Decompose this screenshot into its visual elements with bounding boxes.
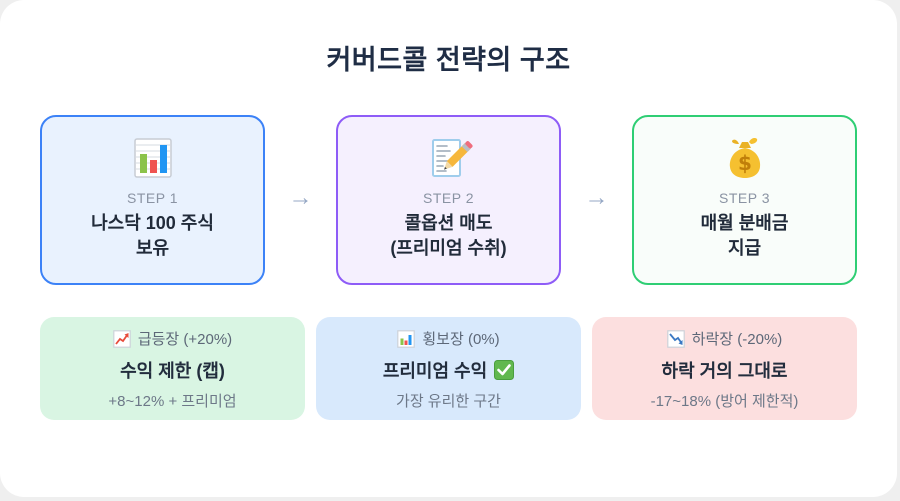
line-chart-down-icon — [666, 329, 685, 348]
steps-row: STEP 1 나스닥 100 주식 보유 → — [40, 115, 857, 285]
scenario-result: 하락 거의 그대로 — [661, 361, 788, 381]
step-3-title: 매월 분배금 지급 — [700, 213, 789, 259]
scenario-condition: 횡보장 (0%) — [397, 328, 500, 349]
step-3-label: STEP 3 — [719, 190, 770, 206]
scenario-detail: -17~18% (방어 제한적) — [650, 393, 799, 410]
scenario-card-decline: 하락장 (-20%) 하락 거의 그대로 -17~18% (방어 제한적) — [592, 317, 857, 420]
scenario-condition: 하락장 (-20%) — [666, 328, 782, 349]
svg-text:$: $ — [738, 151, 752, 175]
step-2-box: STEP 2 콜옵션 매도 (프리미엄 수취) — [336, 115, 561, 285]
step-3-box: $ STEP 3 매월 분배금 지급 — [632, 115, 857, 285]
line-chart-up-icon — [113, 329, 131, 348]
bar-chart-small-icon — [397, 329, 416, 348]
step-1-label: STEP 1 — [127, 190, 178, 206]
arrow-right-icon: → — [288, 184, 313, 211]
scenario-card-surge: 급등장 (+20%) 수익 제한 (캡) +8~12% + 프리미엄 — [40, 317, 305, 420]
scenario-condition: 급등장 (+20%) — [113, 328, 232, 349]
money-bag-icon: $ — [721, 134, 769, 182]
memo-pencil-icon — [425, 134, 473, 182]
step-1-box: STEP 1 나스닥 100 주식 보유 — [40, 115, 265, 285]
scenario-detail: 가장 유리한 구간 — [396, 393, 501, 410]
step-2-title: 콜옵션 매도 (프리미엄 수취) — [390, 213, 507, 259]
check-mark-icon — [494, 360, 515, 380]
bar-chart-icon — [129, 134, 177, 182]
step-2-label: STEP 2 — [423, 190, 474, 206]
scenario-card-sideways: 횡보장 (0%) 프리미엄 수익 가장 유리한 구간 — [316, 317, 581, 420]
step-1-title: 나스닥 100 주식 보유 — [91, 213, 214, 259]
scenario-detail: +8~12% + 프리미엄 — [108, 393, 237, 410]
scenario-result: 수익 제한 (캡) — [120, 361, 225, 381]
arrow-right-icon: → — [584, 184, 609, 211]
page-title: 커버드콜 전략의 구조 — [326, 45, 571, 75]
scenario-result: 프리미엄 수익 — [383, 357, 515, 383]
scenario-cards-row: 급등장 (+20%) 수익 제한 (캡) +8~12% + 프리미엄 횡보장 (… — [40, 317, 857, 420]
